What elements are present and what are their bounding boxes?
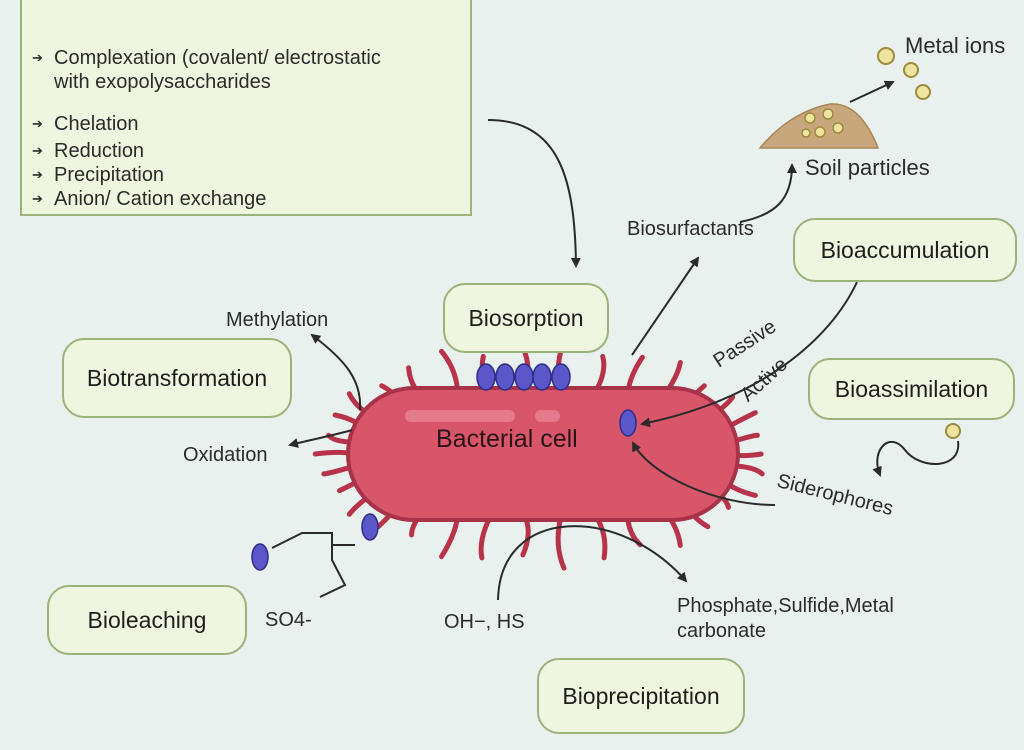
cell-highlight: [405, 410, 515, 422]
soil-particles-label: Soil particles: [805, 155, 930, 180]
bacterial-cell-body: [346, 386, 740, 522]
siderophore-wave: [872, 440, 960, 477]
bioprecipitation-box: Bioprecipitation: [537, 658, 745, 734]
flagellum: [520, 515, 531, 558]
bioassimilation-label: Bioassimilation: [834, 375, 989, 402]
biosorption-box: Biosorption: [443, 283, 609, 353]
arrow-biosurfactants-to-soil: [739, 163, 797, 223]
mechanism-label: Reduction: [54, 140, 145, 162]
mechanism-reduction: ➔ Reduction: [32, 139, 144, 163]
bacterial-cell-label: Bacterial cell: [436, 425, 578, 453]
cell-highlight-small: [535, 410, 560, 422]
arrow-bioaccumulation-to-cell: [640, 281, 858, 428]
arrow-bullet-icon: ➔: [32, 191, 43, 206]
intracellular-metal-dot: [619, 409, 637, 437]
bioleaching-box: Bioleaching: [47, 585, 247, 655]
mechanism-chelation: ➔ Chelation: [32, 112, 139, 136]
oxidation-label: Oxidation: [183, 444, 268, 466]
bioassimilation-ion: [945, 423, 961, 439]
oh-hs-label: OH−, HS: [444, 611, 525, 633]
bioassimilation-box: Bioassimilation: [808, 358, 1015, 420]
soil-metal-ions: [801, 108, 844, 138]
arrow-bullet-icon: ➔: [32, 116, 43, 131]
arrow-cell-to-methylation: [310, 333, 362, 411]
arrow-bullet-icon: ➔: [32, 167, 43, 182]
bioleaching-bracket: [271, 532, 355, 598]
arrow-mechanisms-to-biosorption: [487, 119, 581, 268]
arrow-bullet-icon: ➔: [32, 50, 43, 65]
mechanism-complexation: ➔ Complexation (covalent/ electrostatic w…: [32, 46, 381, 94]
arrow-siderophores-to-cell: [632, 441, 776, 506]
arrow-cell-to-biosurfactants: [631, 256, 700, 356]
mechanism-ion-exchange: ➔ Anion/ Cation exchange: [32, 187, 266, 211]
surface-metal-dots: [476, 363, 571, 391]
so4-label: SO4-: [265, 609, 312, 631]
arrow-soil-to-metal-ions: [849, 80, 895, 103]
biosurfactants-label: Biosurfactants: [627, 218, 754, 240]
mechanisms-box: ➔ Complexation (covalent/ electrostatic w…: [20, 0, 472, 216]
biotransformation-label: Biotransformation: [86, 364, 268, 391]
bioaccumulation-label: Bioaccumulation: [820, 236, 990, 263]
arrows: [271, 80, 960, 601]
mechanism-label: Complexation (covalent/ electrostatic wi…: [54, 47, 381, 93]
flagellum: [555, 515, 567, 571]
mechanism-precipitation: ➔ Precipitation: [32, 163, 164, 187]
mechanism-label: Precipitation: [54, 164, 165, 186]
bioleaching-label: Bioleaching: [87, 606, 207, 633]
bioaccumulation-box: Bioaccumulation: [793, 218, 1017, 282]
arrow-bullet-icon: ➔: [32, 143, 43, 158]
arrow-cell-to-oxidation: [288, 429, 353, 448]
methylation-label: Methylation: [226, 309, 329, 331]
bioprecipitation-label: Bioprecipitation: [562, 682, 720, 709]
biotransformation-box: Biotransformation: [62, 338, 292, 418]
soil-particles-icon: [758, 103, 880, 149]
metal-ions-label: Metal ions: [905, 33, 1006, 58]
biosorption-label: Biosorption: [468, 304, 584, 331]
phosphate-label: Phosphate,Sulfide,Metal carbonate: [677, 595, 894, 642]
mechanism-label: Anion/ Cation exchange: [54, 188, 267, 210]
mechanism-label: Chelation: [54, 113, 139, 135]
arrow-oh-hs-to-phosphate: [497, 525, 688, 601]
metal-ions-icon: [877, 47, 931, 100]
leached-metal-dot-1: [361, 513, 379, 541]
leached-metal-dot-2: [251, 543, 269, 571]
